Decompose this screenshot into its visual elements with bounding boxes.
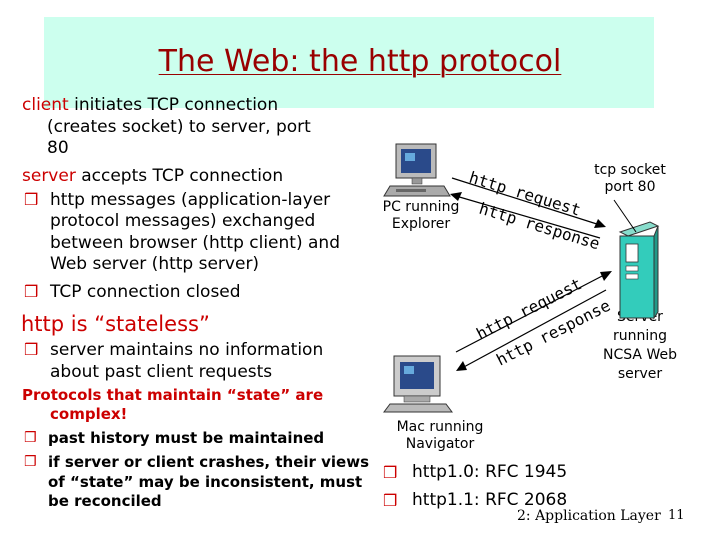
protocols-heading-2: complex!: [50, 405, 128, 423]
arrowhead-icon: [594, 219, 606, 228]
server-label-line1: Server: [617, 309, 663, 325]
mac-label: Mac running Navigator: [390, 419, 490, 453]
client-line: client initiates TCP connection: [22, 95, 278, 115]
tcp-label-line1: tcp socket: [594, 162, 666, 178]
bullet1-line1: http messages (application-layer: [50, 190, 331, 210]
title-banner: [44, 17, 654, 108]
bullet1-line4: Web server (http server): [50, 254, 260, 274]
mac-request-arrow: [455, 273, 607, 353]
bullet-icon: ❒: [24, 340, 39, 359]
mac-label-line1: Mac running: [396, 419, 484, 435]
bullet-icon: ❒: [24, 190, 39, 209]
server-label-line2: running: [612, 328, 668, 344]
rfc1-text: http1.0: RFC 1945: [412, 462, 568, 482]
server-label: Server running NCSA Web server: [595, 308, 685, 384]
pc-label-line1: PC running: [382, 199, 460, 215]
rfc2-text: http1.1: RFC 2068: [412, 490, 568, 510]
pc-computer-icon: [383, 143, 451, 197]
protocols-heading: Protocols that maintain “state” are: [22, 386, 324, 404]
tcp-socket-pointer: [613, 199, 637, 233]
arrowhead-icon: [600, 271, 612, 281]
client-line-3: 80: [47, 138, 69, 158]
bullet4-text: past history must be maintained: [48, 429, 325, 447]
page-number: 11: [668, 508, 685, 523]
arrowhead-icon: [456, 361, 467, 371]
client-line-2: (creates socket) to server, port: [47, 117, 311, 137]
bullet3-line2: about past client requests: [50, 362, 273, 382]
pc-request-arrow: [451, 177, 601, 226]
client-line-rest: initiates TCP connection: [68, 95, 279, 115]
stateless-heading: http is “stateless”: [21, 312, 210, 336]
pc-label-line2: Explorer: [391, 216, 451, 232]
bullet5-line1: if server or client crashes, their views: [48, 453, 370, 471]
server-keyword: server: [22, 166, 76, 186]
server-label-line3: NCSA Web: [603, 347, 677, 363]
bullet-icon: ❒: [24, 430, 37, 446]
slide-title: The Web: the http protocol: [158, 44, 562, 79]
client-keyword: client: [22, 95, 69, 115]
mac-response-arrow: [461, 289, 607, 369]
server-tower-icon: [618, 221, 660, 320]
pc-request-text: http request: [467, 168, 583, 220]
pc-label: PC running Explorer: [376, 199, 466, 233]
bullet-icon: ❒: [24, 282, 39, 301]
bullet1-line3: between browser (http client) and: [50, 233, 340, 253]
bullet-icon: ❒: [383, 491, 398, 510]
mac-computer-icon: [383, 355, 453, 413]
tcp-socket-label: tcp socket port 80: [590, 162, 670, 196]
mac-label-line2: Navigator: [405, 436, 475, 452]
mac-request-text: http request: [473, 274, 585, 343]
bullet5-line3: be reconciled: [48, 492, 162, 510]
server-line-rest: accepts TCP connection: [75, 166, 284, 186]
bullet2-text: TCP connection closed: [50, 282, 241, 302]
server-label-line4: server: [617, 366, 663, 382]
bullet-icon: ❒: [24, 454, 37, 470]
pc-response-arrow: [455, 195, 601, 239]
tcp-label-line2: port 80: [604, 179, 656, 195]
bullet-icon: ❒: [383, 463, 398, 482]
pc-response-text: http response: [477, 199, 602, 254]
footer-chapter: 2: Application Layer: [517, 508, 661, 524]
bullet1-line2: protocol messages) exchanged: [50, 211, 316, 231]
bullet5-line2: of “state” may be inconsistent, must: [48, 473, 363, 491]
server-line: server accepts TCP connection: [22, 166, 283, 186]
bullet3-line1: server maintains no information: [50, 340, 324, 360]
